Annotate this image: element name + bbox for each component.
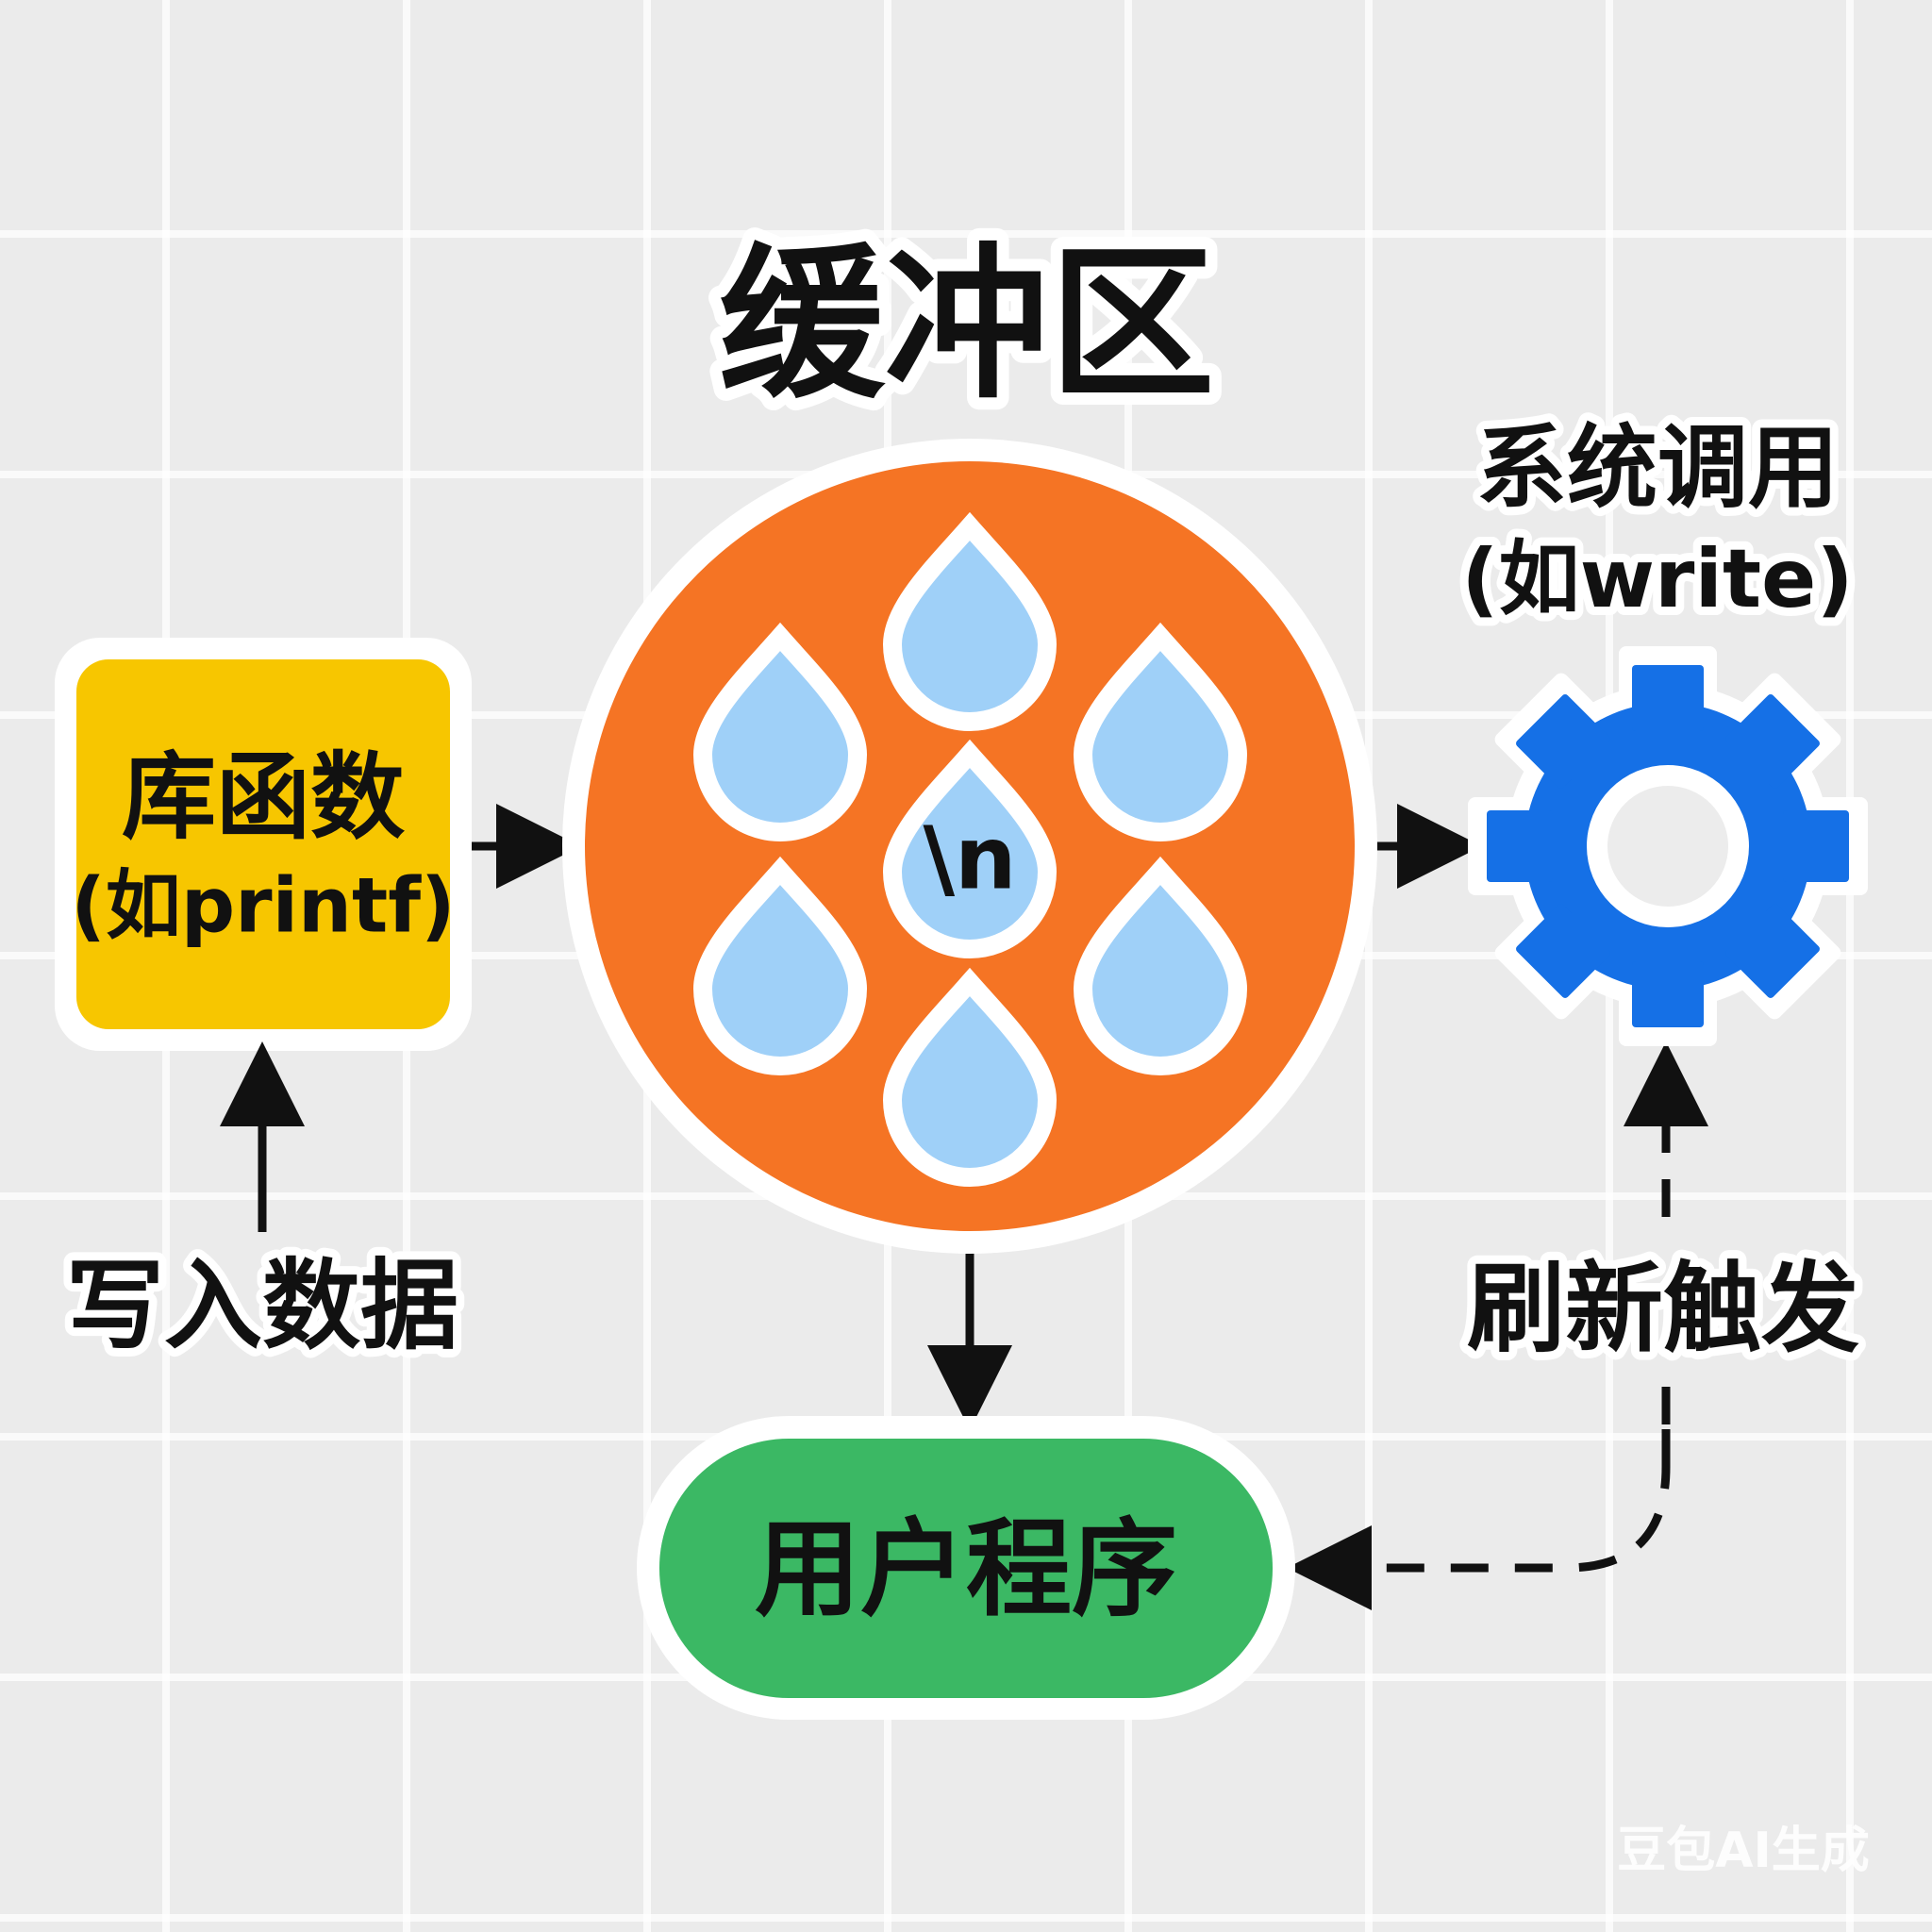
library-function-label: 库函数: [122, 742, 405, 853]
gear-icon: [1468, 646, 1868, 1046]
user-program-pill: 用户程序: [637, 1416, 1295, 1720]
library-function-box: 库函数 (如printf): [55, 638, 472, 1051]
syscall-label: 系统调用: [1476, 415, 1839, 521]
dashed-arrow-flush-to-program: [1287, 1387, 1671, 1610]
syscall-example: (如write): [1461, 532, 1853, 626]
write-data-label: 写入数据: [66, 1248, 458, 1363]
flush-trigger-label: 刷新触发: [1467, 1251, 1859, 1366]
user-program-label: 用户程序: [755, 1508, 1177, 1631]
library-function-example: (如printf): [71, 862, 455, 950]
newline-label: \n: [923, 808, 1016, 909]
buffer-circle: \n: [562, 439, 1377, 1254]
title: 缓冲区: [720, 230, 1215, 422]
watermark: 豆包AI生成: [1617, 1823, 1870, 1879]
